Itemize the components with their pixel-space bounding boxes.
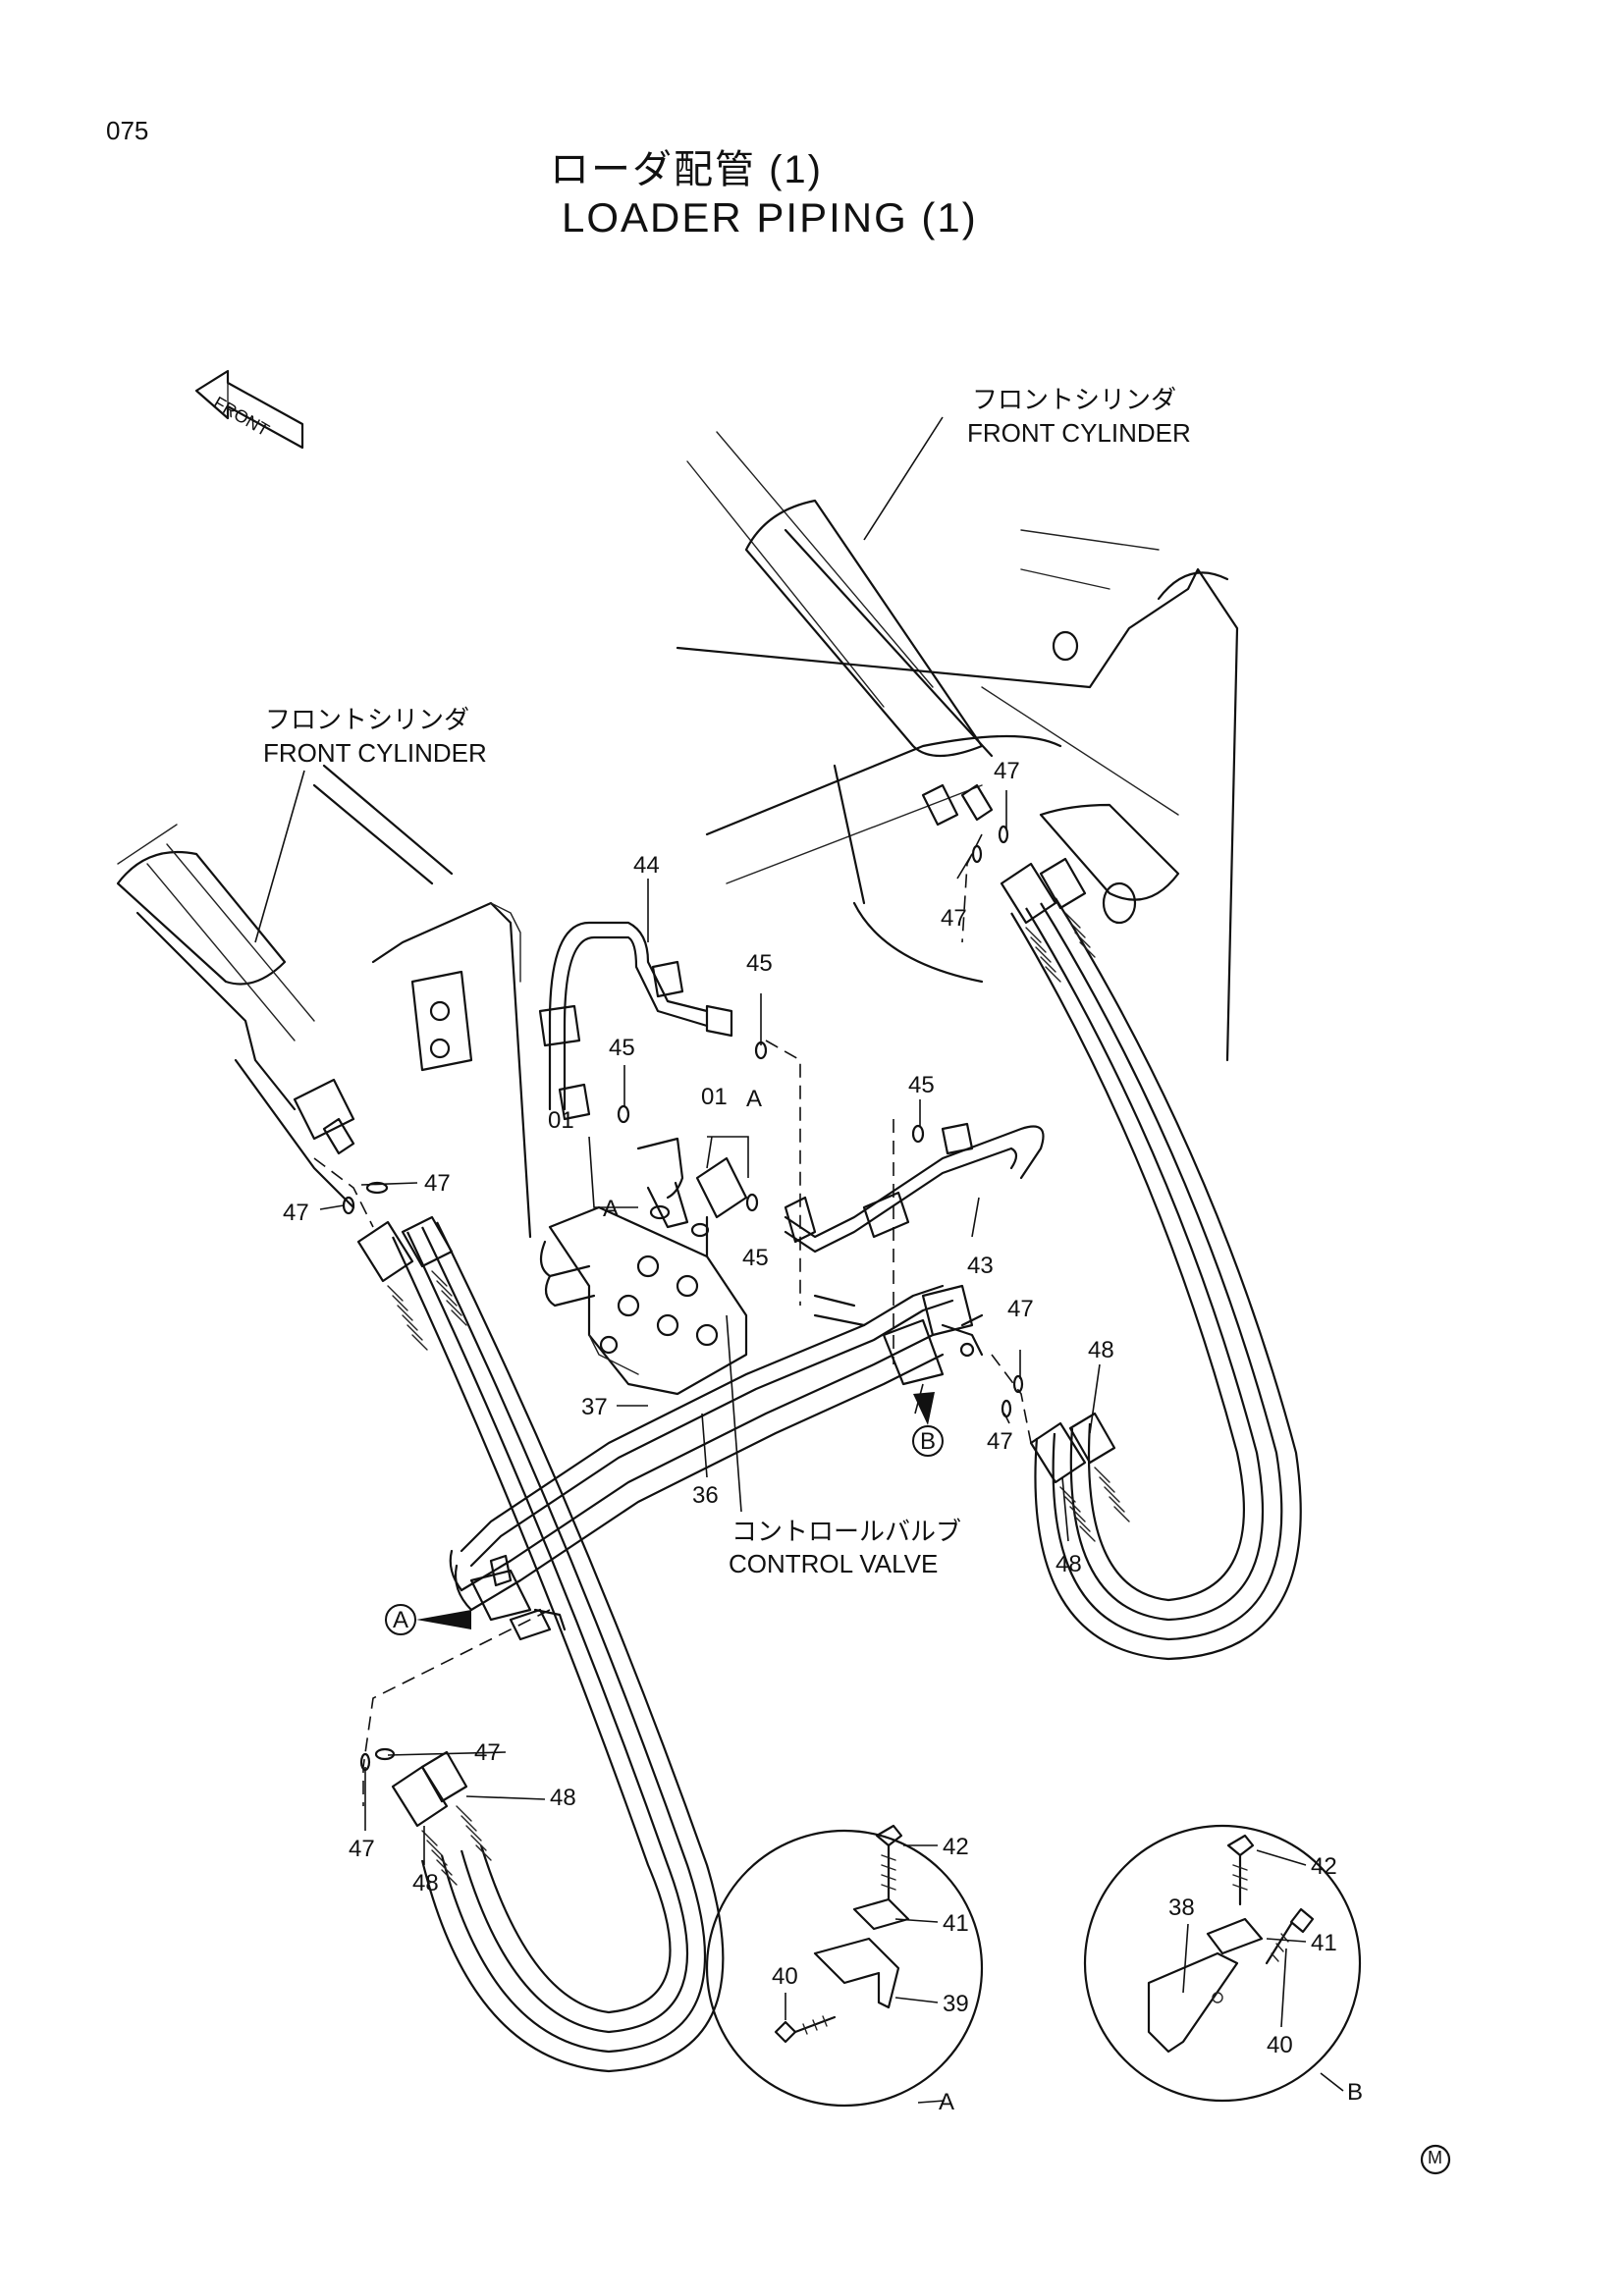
front-cylinder-left-label-jp: フロントシリンダ <box>265 705 470 734</box>
dashed-assembly-lines <box>313 833 1032 1806</box>
detail-marker-b: B <box>920 1428 937 1455</box>
detail-a-callout-41: 41 <box>943 1910 969 1937</box>
detail-a-callout-39: 39 <box>943 1991 969 2017</box>
right-hose-loop <box>1010 897 1302 1661</box>
callout-01-right: 01 <box>701 1084 728 1110</box>
control-valve-label-jp: コントロールバルブ <box>731 1517 962 1546</box>
callout-47-left-b: 47 <box>283 1200 309 1226</box>
clamp-a-assembly <box>469 1554 567 1641</box>
callout-47-upper-right-a: 47 <box>994 758 1020 784</box>
front-cylinder-left-label-en: FRONT CYLINDER <box>263 738 487 768</box>
detail-b-callout-38: 38 <box>1168 1895 1195 1921</box>
callout-47-left-a: 47 <box>424 1170 451 1197</box>
callout-48-lower-left-b: 48 <box>412 1870 439 1896</box>
detail-circle-a <box>705 1824 984 2108</box>
callout-43: 43 <box>967 1253 994 1279</box>
detail-a-callout-40: 40 <box>772 1963 798 1990</box>
maker-mark-letter: M <box>1428 2148 1442 2167</box>
callout-47-mid-right-a: 47 <box>1007 1296 1034 1322</box>
maker-mark-icon <box>1420 2144 1451 2175</box>
pipes-36-37 <box>449 1284 954 1612</box>
left-loader-arm <box>116 764 532 1239</box>
right-upper-fittings <box>921 783 1096 983</box>
callout-48-lower-left-a: 48 <box>550 1785 576 1811</box>
callout-36: 36 <box>692 1482 719 1509</box>
detail-marker-b-callout <box>912 1392 944 1457</box>
callout-48-mid-right-a: 48 <box>1088 1337 1114 1363</box>
callout-37: 37 <box>581 1394 608 1420</box>
callout-a-left: A <box>603 1196 620 1222</box>
detail-marker-a-callout <box>385 1604 471 1635</box>
front-cylinder-right-label-jp: フロントシリンダ <box>972 385 1177 414</box>
callout-a-right: A <box>746 1086 763 1112</box>
detail-b-label: B <box>1347 2079 1364 2106</box>
left-hose-loop <box>392 1221 725 2073</box>
detail-b-callout-41: 41 <box>1311 1930 1337 1956</box>
control-valve-body <box>539 1205 748 1396</box>
pipe-43 <box>784 1122 1045 1254</box>
page-number: 075 <box>106 116 149 145</box>
control-valve-label-en: CONTROL VALVE <box>729 1549 939 1578</box>
detail-circle-b <box>1083 1824 1362 2103</box>
callout-47-lower-left-a: 47 <box>474 1739 501 1766</box>
elbow-fittings-01 <box>636 1137 748 1258</box>
page-title-japanese: ローダ配管 (1) <box>550 148 823 191</box>
callout-48-mid-right-b: 48 <box>1056 1551 1082 1577</box>
detail-a-callout-42: 42 <box>943 1834 969 1860</box>
callout-01-left: 01 <box>548 1107 574 1134</box>
callout-47-lower-left-b: 47 <box>349 1836 375 1862</box>
detail-a-label: A <box>939 2089 955 2115</box>
callout-45-left: 45 <box>609 1035 635 1061</box>
leader-lines <box>254 416 1101 1865</box>
right-lower-fittings <box>1029 1412 1130 1542</box>
callout-45-upper: 45 <box>746 950 773 977</box>
front-arrow-icon <box>194 369 304 450</box>
callout-44: 44 <box>633 852 660 879</box>
callout-45-right: 45 <box>908 1072 935 1098</box>
detail-b-callout-40: 40 <box>1267 2032 1293 2058</box>
detail-b-callout-42: 42 <box>1311 1853 1337 1880</box>
left-lower-fittings <box>391 1750 492 1886</box>
left-upper-fittings <box>293 1078 467 1351</box>
pipe-44 <box>538 921 733 1121</box>
o-rings <box>342 825 1024 1772</box>
clamp-b-assembly <box>882 1284 984 1386</box>
right-loader-arm <box>676 431 1239 1062</box>
detail-marker-a: A <box>393 1607 409 1633</box>
page-title-english: LOADER PIPING (1) <box>562 194 978 240</box>
callout-47-upper-right-b: 47 <box>941 905 967 932</box>
callout-47-mid-right-b: 47 <box>987 1428 1013 1455</box>
callout-45-lower: 45 <box>742 1245 769 1271</box>
front-cylinder-right-label-en: FRONT CYLINDER <box>967 418 1191 448</box>
